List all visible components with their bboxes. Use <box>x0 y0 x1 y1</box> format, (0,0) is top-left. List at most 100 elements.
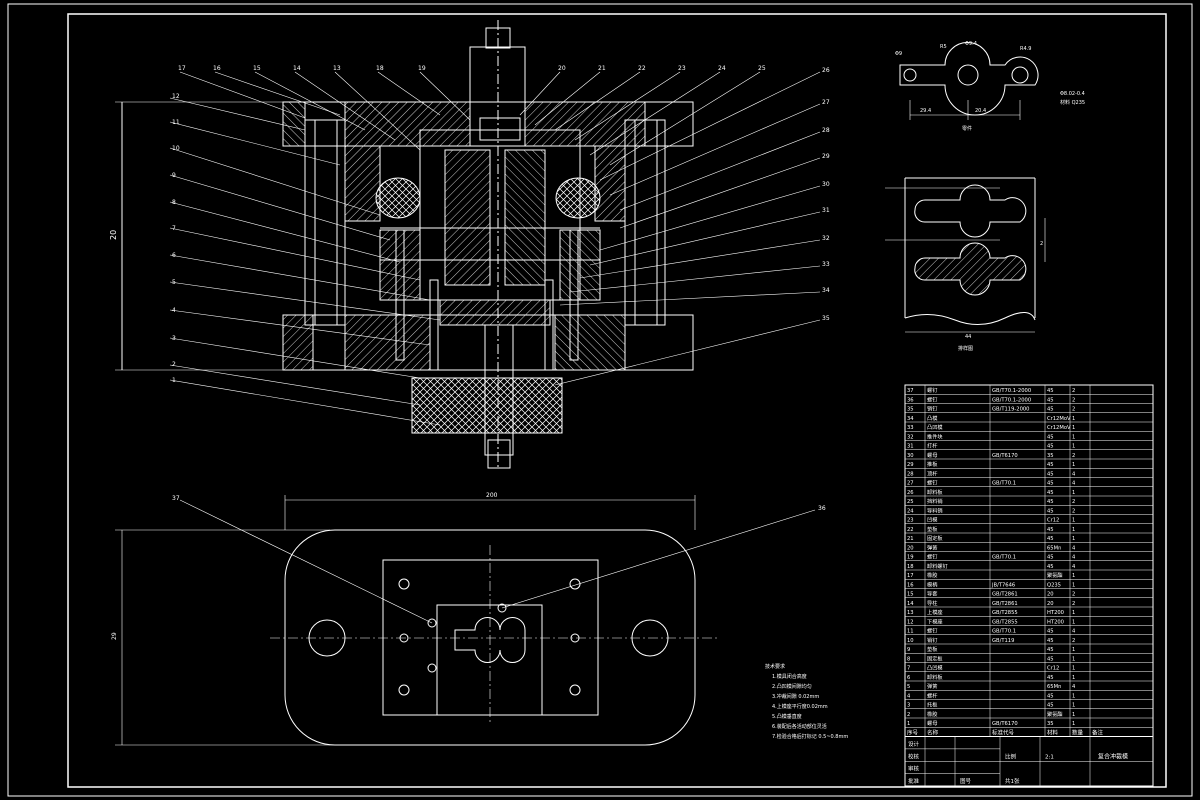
bom-cell: 45 <box>1047 555 1054 561</box>
bom-cell: 35 <box>1047 453 1054 459</box>
bom-cell: 螺钉 <box>927 479 937 487</box>
svg-text:24: 24 <box>718 65 726 72</box>
bom-cell: 45 <box>1047 462 1054 468</box>
bom-cell: 橡胶 <box>927 571 937 579</box>
bom-cell: 45 <box>1047 444 1054 450</box>
bom-cell: 1 <box>1072 527 1075 533</box>
bom-cell: 2 <box>1072 499 1075 505</box>
bom-cell: 卸料板 <box>927 673 943 681</box>
bom-cell: 45 <box>1047 629 1054 635</box>
bom-cell: 凸模 <box>927 414 937 422</box>
bom-cell: 22 <box>907 527 914 533</box>
bom-cell: 1 <box>1072 518 1075 524</box>
bom-cell: 1 <box>1072 721 1075 727</box>
bom-cell: GB/T70.1 <box>992 481 1016 487</box>
bom-cell: 21 <box>907 536 914 542</box>
bom-cell: 5 <box>907 684 910 690</box>
bom-cell: 15 <box>907 592 914 598</box>
bom-cell: GB/T70.1 <box>992 629 1016 635</box>
strip-layout-view: 2 44 排样图 <box>885 177 1046 352</box>
bom-cell: 卸料螺钉 <box>927 562 948 570</box>
bom-cell: GB/T2855 <box>992 610 1018 616</box>
bom-cell: 4 <box>1072 684 1076 690</box>
bom-cell: 45 <box>1047 508 1054 514</box>
bom-cell: 14 <box>907 601 914 607</box>
bom-cell: 模柄 <box>927 580 937 588</box>
scale-value: 2:1 <box>1045 754 1054 760</box>
bom-cell: Cr12 <box>1047 666 1059 672</box>
bom-cell: GB/T70.1 <box>992 555 1016 561</box>
svg-text:Φ9: Φ9 <box>895 51 902 57</box>
svg-text:R4.9: R4.9 <box>1020 46 1031 52</box>
bom-cell: 2 <box>1072 397 1075 403</box>
bom-cell: 固定板 <box>927 654 943 662</box>
bom-cell: 卸料板 <box>927 488 943 496</box>
bom-cell: GB/T2861 <box>992 592 1018 598</box>
bom-cell: 1 <box>1072 666 1075 672</box>
bom-cell: 弹簧 <box>927 543 937 551</box>
plan-callout-left: 37 <box>172 495 180 502</box>
bom-cell: 31 <box>907 444 914 450</box>
bom-cell: Cr12MoV <box>1047 425 1071 431</box>
svg-text:31: 31 <box>822 207 830 214</box>
svg-text:3: 3 <box>172 335 176 342</box>
svg-text:28: 28 <box>822 127 830 134</box>
bom-cell: GB/T70.1-2000 <box>992 388 1031 394</box>
bom-cell: 1 <box>1072 656 1075 662</box>
bom-cell: 销钉 <box>927 405 937 413</box>
bom-cell: 4 <box>1072 481 1076 487</box>
bom-cell: 18 <box>907 564 914 570</box>
bom-cell: 垫板 <box>927 525 938 533</box>
bom-cell: 24 <box>907 508 914 514</box>
bom-cell: 45 <box>1047 536 1054 542</box>
svg-text:2.凸凹模间隙均匀: 2.凸凹模间隙均匀 <box>772 683 812 690</box>
bom-cell: 35 <box>1047 721 1054 727</box>
bom-cell: Cr12MoV <box>1047 416 1071 422</box>
bom-cell: 30 <box>907 453 914 459</box>
scale-label: 比例 <box>1005 752 1017 760</box>
bom-cell: 20 <box>907 545 914 551</box>
title-block-label: 批准 <box>908 777 920 785</box>
svg-text:29: 29 <box>822 153 830 160</box>
bom-cell: 4 <box>907 693 911 699</box>
bom-cell: 1 <box>1072 619 1075 625</box>
bom-cell: 螺钉 <box>927 627 937 635</box>
svg-text:1: 1 <box>172 377 176 384</box>
svg-text:20: 20 <box>558 65 566 72</box>
tech-notes: 技术要求 1.模具闭合高度 2.凸凹模间隙均匀 3.冲裁间隙 0.02mm 4.… <box>765 663 848 740</box>
bom-cell: 45 <box>1047 647 1054 653</box>
bom-cell: 聚氨酯 <box>1047 710 1063 718</box>
bom-cell: 27 <box>907 481 914 487</box>
part-detail-view: Φ9 R5 Φ9.4 R4.9 Φ8.02-0.4 材料 Q235 29.4 2… <box>895 41 1085 132</box>
right-leaders <box>554 71 821 386</box>
bom-cell: 8 <box>907 656 910 662</box>
left-callouts: 12 11 10 9 8 7 6 5 4 3 2 1 <box>172 93 180 384</box>
bom-cell: 螺钉 <box>927 386 937 394</box>
svg-text:5: 5 <box>172 279 176 286</box>
svg-text:21: 21 <box>598 65 606 72</box>
bom-cell: 12 <box>907 619 914 625</box>
bom-cell: 45 <box>1047 675 1054 681</box>
bom-cell: 打杆 <box>927 442 937 450</box>
svg-text:25: 25 <box>758 65 766 72</box>
bom-cell: 32 <box>907 434 914 440</box>
bom-cell: 45 <box>1047 656 1054 662</box>
bom-cell: 36 <box>907 397 914 403</box>
bom-cell: 4 <box>1072 629 1076 635</box>
svg-text:Φ9.4: Φ9.4 <box>965 41 977 47</box>
svg-text:16: 16 <box>213 65 221 72</box>
bom-cell: 1 <box>1072 434 1075 440</box>
bom-cell: 17 <box>907 573 914 579</box>
svg-text:4.上模座平行度0.02mm: 4.上模座平行度0.02mm <box>772 703 828 710</box>
bom-cell: 螺钉 <box>927 395 937 403</box>
bom-cell: 导料销 <box>927 506 943 514</box>
bom-cell: 螺杆 <box>927 691 937 699</box>
bom-cell: 导柱 <box>927 599 937 607</box>
bom-cell: 45 <box>1047 434 1054 440</box>
svg-text:Φ8.02-0.4: Φ8.02-0.4 <box>1060 91 1085 97</box>
bom-cell: 1 <box>1072 582 1075 588</box>
plan-callout-right: 36 <box>818 505 826 512</box>
bom-cell: HT200 <box>1047 610 1064 616</box>
bom-cell: Q235 <box>1047 582 1061 588</box>
